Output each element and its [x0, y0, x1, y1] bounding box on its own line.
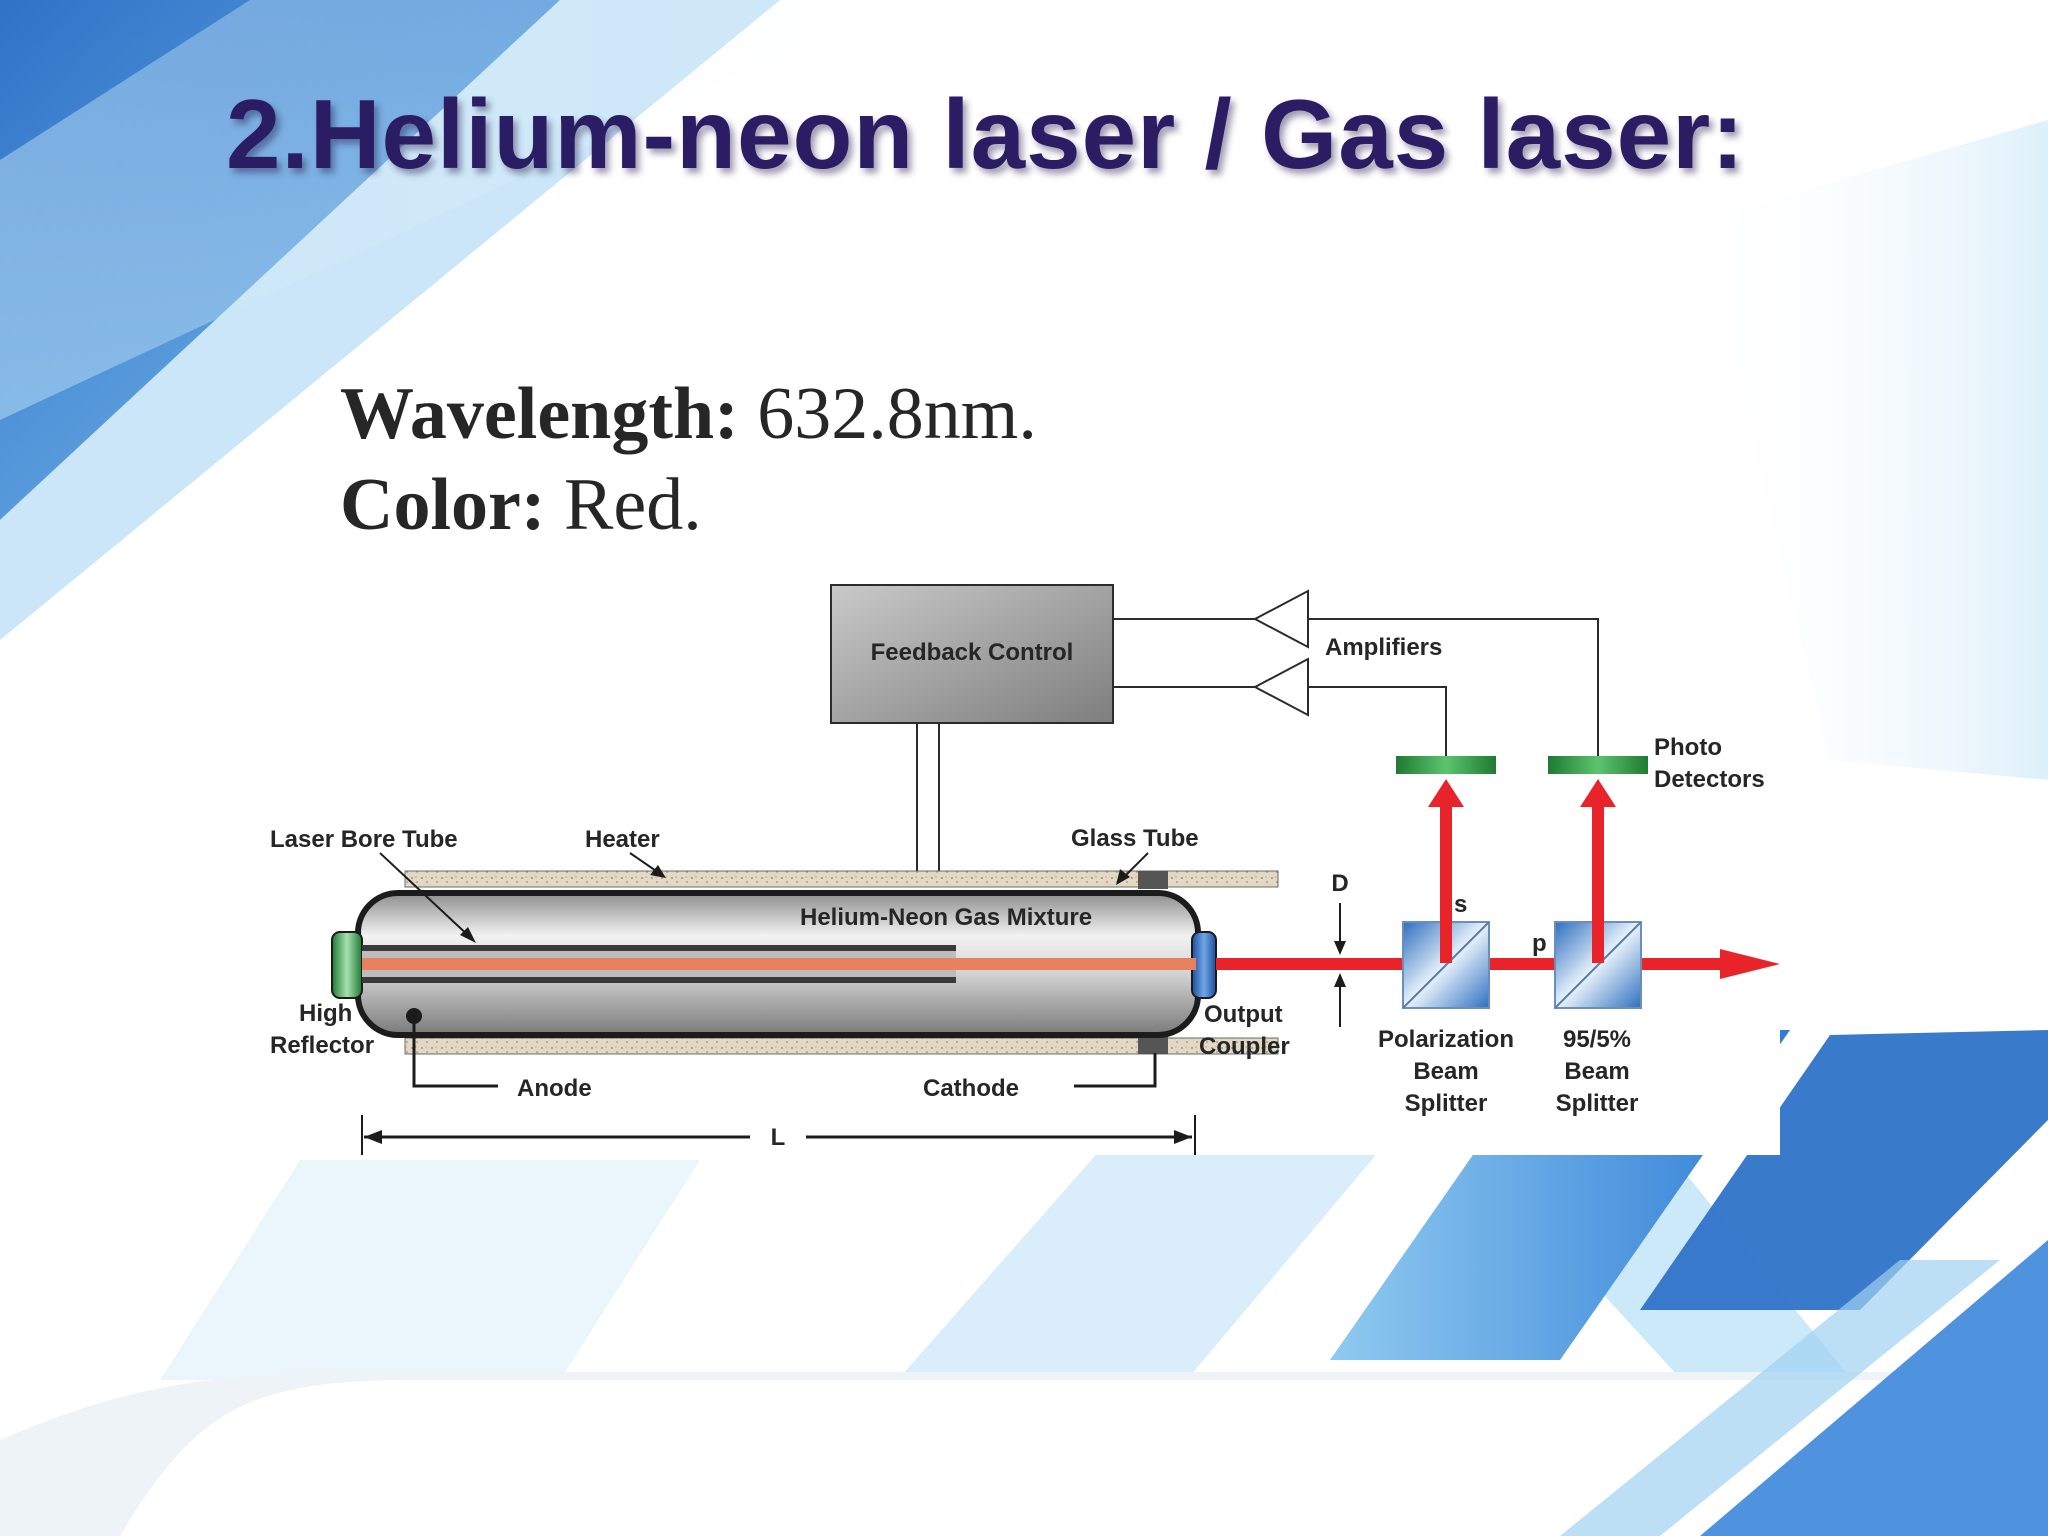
detector-wire-s [1308, 686, 1447, 761]
length-arrow-right-icon [1174, 1130, 1192, 1144]
output-label: Output [1204, 1001, 1283, 1028]
laser-core-beam [362, 958, 1196, 970]
detectors-label: Detectors [1654, 766, 1765, 793]
length-label: L [771, 1124, 786, 1151]
wavelength-label: Wavelength: [340, 373, 739, 455]
bg-shape-right [1640, 1030, 2048, 1310]
laser-diagram-panel: Feedback Control Amplifiers Photo Detect… [270, 575, 1780, 1155]
diameter-arrow-down-icon [1334, 941, 1346, 955]
feedback-control-label: Feedback Control [871, 639, 1074, 666]
anode-label: Anode [517, 1075, 592, 1102]
ratio-splitter-label: Splitter [1556, 1090, 1639, 1117]
diameter-label: D [1331, 870, 1348, 897]
wavelength-line: Wavelength: 632.8nm. [340, 372, 1037, 457]
glass-tube-pointer-icon [1116, 869, 1130, 885]
amplifier-bottom-icon [1252, 657, 1309, 717]
color-label: Color: [340, 464, 546, 546]
s-polarized-beam [1440, 803, 1452, 963]
detector-wire-p [1308, 618, 1599, 761]
heater-top [404, 870, 1279, 888]
polarization-label: Polarization [1378, 1026, 1514, 1053]
coupler-label: Coupler [1199, 1033, 1290, 1060]
high-label: High [299, 1000, 352, 1027]
photo-label: Photo [1654, 734, 1722, 761]
diameter-arrow-up-icon [1334, 973, 1346, 987]
high-reflector-icon [331, 931, 363, 999]
cathode-wire [1074, 1053, 1157, 1088]
ratio-beam-label: Beam [1564, 1058, 1629, 1085]
bore-tube-pointer-icon [460, 927, 476, 943]
color-line: Color: Red. [340, 463, 702, 548]
p-beam-arrowhead-icon [1580, 779, 1616, 807]
cathode-label: Cathode [923, 1075, 1019, 1102]
color-value: Red. [564, 464, 702, 546]
s-label: s [1454, 891, 1467, 918]
glass-tube-cap-top [1138, 871, 1168, 889]
polarization-beam-label: Beam [1413, 1058, 1478, 1085]
heater-pointer-icon [650, 865, 666, 878]
wavelength-value: 632.8nm. [757, 373, 1037, 455]
gas-mixture-label: Helium-Neon Gas Mixture [800, 904, 1092, 931]
amplifier-top-icon [1252, 589, 1309, 649]
photo-detector-s-icon [1396, 756, 1496, 774]
reflector-label: Reflector [270, 1032, 374, 1059]
feedback-control-box [830, 584, 1114, 724]
helium-neon-laser-diagram: Feedback Control Amplifiers Photo Detect… [270, 584, 1780, 1155]
p-polarized-beam [1592, 803, 1604, 963]
glass-tube-cap-bottom [1138, 1036, 1168, 1054]
polarization-splitter-label: Splitter [1405, 1090, 1488, 1117]
glass-tube-label: Glass Tube [1071, 825, 1199, 852]
s-beam-arrowhead-icon [1428, 779, 1464, 807]
anode-wire [412, 1016, 498, 1088]
p-label: p [1532, 930, 1547, 957]
amplifiers-label: Amplifiers [1325, 634, 1442, 661]
laser-bore-tube-label: Laser Bore Tube [270, 826, 458, 853]
length-arrow-left-icon [364, 1130, 382, 1144]
ratio-label: 95/5% [1563, 1026, 1631, 1053]
beam-arrowhead-icon [1720, 949, 1780, 979]
heater-label: Heater [585, 826, 660, 853]
slide-title: 2.Helium-neon laser / Gas laser: [226, 79, 1745, 189]
photo-detector-p-icon [1548, 756, 1648, 774]
